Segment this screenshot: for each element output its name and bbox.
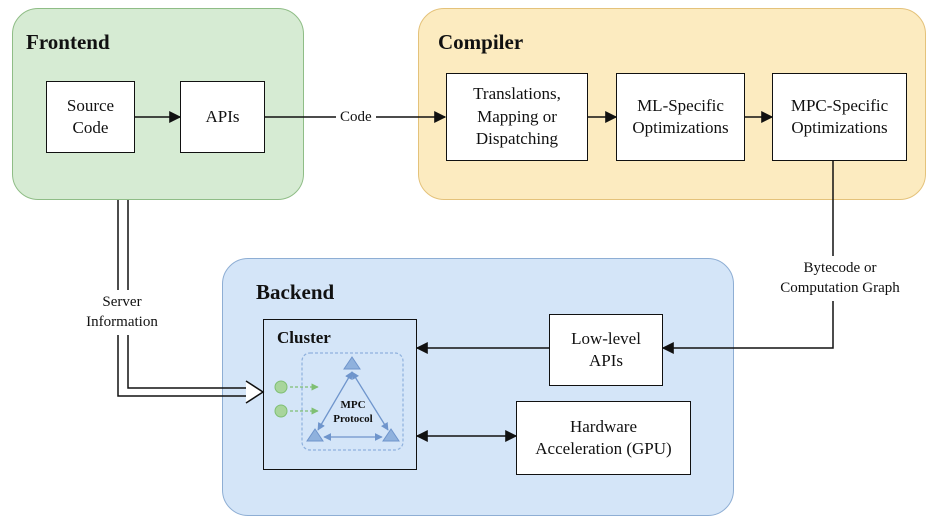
mpc-optimizations-box: MPC-Specific Optimizations xyxy=(772,73,907,161)
low-level-apis-box: Low-level APIs xyxy=(549,314,663,386)
mpc-protocol-diagram xyxy=(274,352,404,451)
client-node-1 xyxy=(274,380,288,394)
edge-label-bytecode: Bytecode or Computation Graph xyxy=(762,256,918,301)
protocol-party-right xyxy=(382,428,400,442)
client-node-2 xyxy=(274,404,288,418)
cluster-box xyxy=(263,319,417,470)
cluster-title: Cluster xyxy=(277,328,331,347)
edge-label-server-information: Server Information xyxy=(80,290,164,335)
mpc-protocol-label: MPC Protocol xyxy=(333,399,373,425)
protocol-party-left xyxy=(306,428,324,442)
hardware-acceleration-box: Hardware Acceleration (GPU) xyxy=(516,401,691,475)
protocol-party-top xyxy=(343,356,361,370)
ml-optimizations-box: ML-Specific Optimizations xyxy=(616,73,745,161)
source-code-box: Source Code xyxy=(46,81,135,153)
compiler-title: Compiler xyxy=(438,30,524,54)
frontend-title: Frontend xyxy=(26,30,110,54)
edge-label-code: Code xyxy=(336,107,376,128)
apis-box: APIs xyxy=(180,81,265,153)
backend-title: Backend xyxy=(256,280,335,304)
translations-box: Translations, Mapping or Dispatching xyxy=(446,73,588,161)
arrow-mpc-to-lowlevel xyxy=(661,160,834,354)
